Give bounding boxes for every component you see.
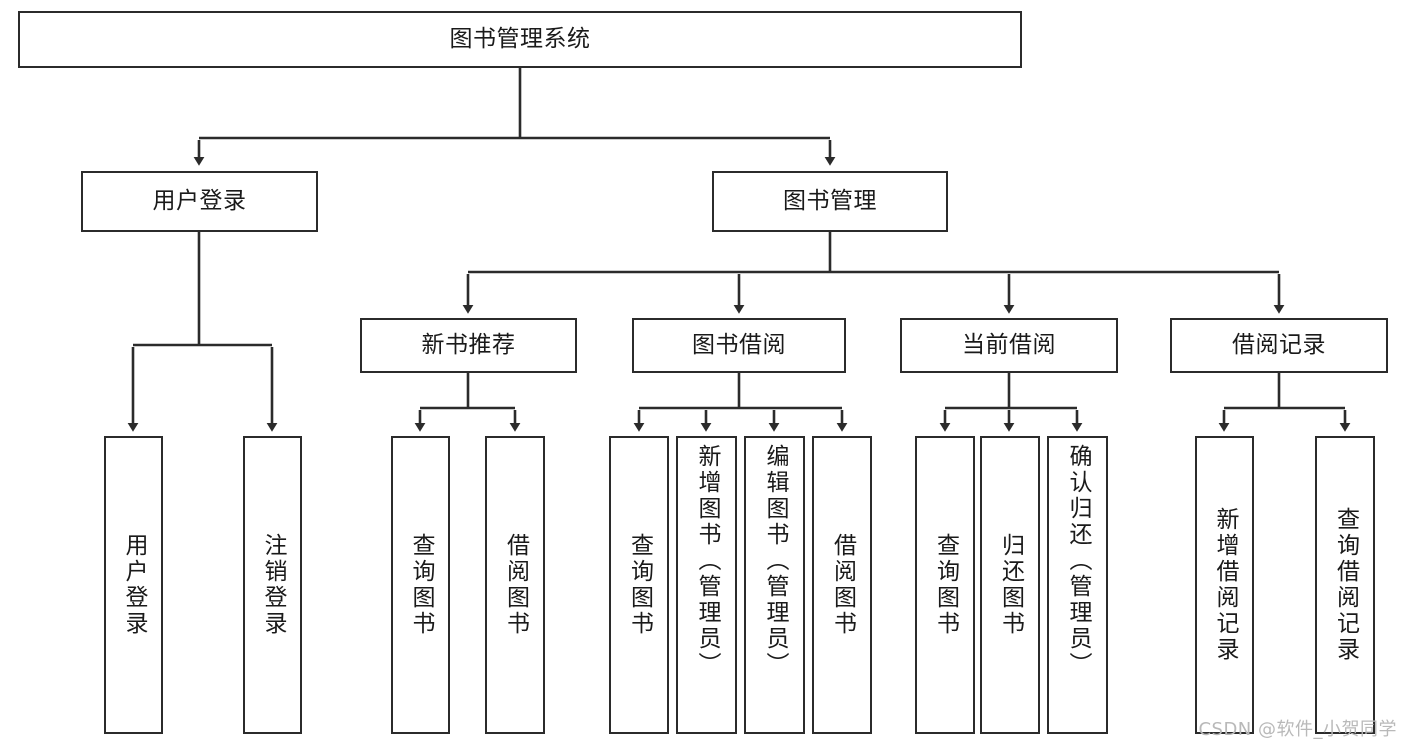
node-label: 编辑图书（管理员） [762,444,788,678]
node-current-borrow[interactable]: 当前借阅 [900,318,1118,373]
node-leaf-add-record[interactable]: 新增借阅记录 [1195,436,1254,734]
node-leaf-logout[interactable]: 注销登录 [243,436,302,734]
node-book-management[interactable]: 图书管理 [712,171,948,232]
node-leaf-user-login[interactable]: 用户登录 [104,436,163,734]
node-leaf-borrow-book-1[interactable]: 借阅图书 [485,436,545,734]
node-label: 用户登录 [121,533,147,637]
node-label: 查询图书 [408,533,434,637]
node-leaf-query-record[interactable]: 查询借阅记录 [1315,436,1375,734]
csdn-watermark: CSDN @软件_小贺同学 [1198,719,1397,740]
node-label: 借阅图书 [829,533,856,637]
node-label: 查询图书 [932,533,959,637]
node-label: 新增图书（管理员） [694,444,720,678]
node-new-book-recommend[interactable]: 新书推荐 [360,318,577,373]
node-leaf-confirm-return[interactable]: 确认归还（管理员） [1047,436,1108,734]
node-user-login[interactable]: 用户登录 [81,171,318,232]
node-label: 查询借阅记录 [1332,507,1359,663]
node-label: 新增借阅记录 [1212,507,1238,663]
node-label: 查询图书 [626,533,653,637]
node-label: 用户登录 [152,187,247,214]
node-leaf-query-book-3[interactable]: 查询图书 [915,436,975,734]
node-label: 图书管理系统 [449,25,591,52]
node-leaf-return-book[interactable]: 归还图书 [980,436,1040,734]
node-label: 借阅图书 [502,533,529,637]
node-label: 图书管理 [783,187,877,214]
node-book-borrow[interactable]: 图书借阅 [632,318,846,373]
node-leaf-add-book[interactable]: 新增图书（管理员） [676,436,737,734]
node-label: 注销登录 [260,533,286,637]
node-leaf-edit-book[interactable]: 编辑图书（管理员） [744,436,805,734]
node-label: 图书借阅 [692,331,786,358]
node-label: 新书推荐 [421,331,516,358]
node-label: 当前借阅 [962,331,1056,358]
node-label: 归还图书 [997,533,1024,637]
node-root-system[interactable]: 图书管理系统 [18,11,1022,68]
node-borrow-record[interactable]: 借阅记录 [1170,318,1388,373]
node-label: 借阅记录 [1232,331,1326,358]
node-label: 确认归还（管理员） [1065,444,1091,678]
node-leaf-borrow-book-2[interactable]: 借阅图书 [812,436,872,734]
node-leaf-query-book-1[interactable]: 查询图书 [391,436,450,734]
node-leaf-query-book-2[interactable]: 查询图书 [609,436,669,734]
